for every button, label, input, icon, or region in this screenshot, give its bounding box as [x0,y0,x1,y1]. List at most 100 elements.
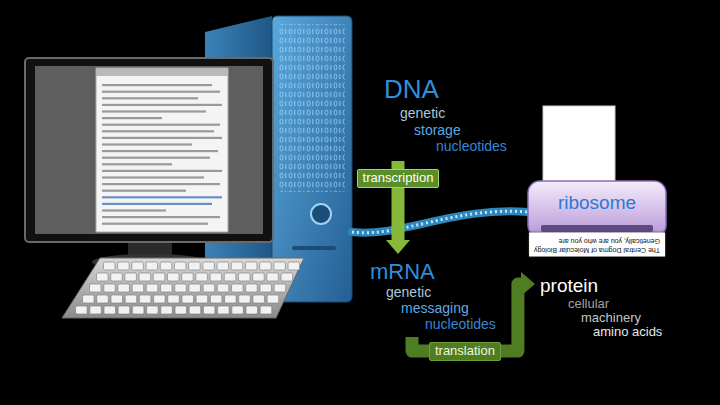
keyboard-key [125,273,137,281]
document-line [102,117,162,119]
keyboard-key [174,262,186,270]
node-text: protein [540,275,598,297]
keyboard-key [260,284,272,292]
keyboard-key [281,273,293,281]
drive-slot [292,246,336,250]
keyboard-key [203,284,215,292]
document-line [102,183,220,185]
keyboard-key [274,262,286,270]
keyboard-key [175,306,187,314]
keyboard-key [267,295,279,303]
printed-text: Genetically, you are who you are [534,236,660,245]
node-text: storage [414,122,461,138]
keyboard-key [246,284,258,292]
keyboard-key [288,262,300,270]
keyboard-key [274,284,286,292]
document-line [102,223,208,225]
paper-sheet [543,106,615,186]
node-text: ribosome [558,192,636,214]
keyboard [62,258,304,318]
keyboard-key [90,306,102,314]
keyboard-key [239,295,251,303]
dna-label-group: DNAgeneticstoragenucleotides [381,72,510,157]
document-line [102,84,212,86]
node-text: messaging [401,300,469,316]
keyboard-key [160,262,172,270]
binary-display [279,24,345,192]
keyboard-key [111,273,123,281]
node-text: genetic [386,284,431,300]
keyboard-key [245,262,257,270]
keyboard-key [118,262,130,270]
node-text: DNA [384,75,439,105]
process-label: transcription [357,169,440,188]
printed-text: The Central Dogma of Molecular Biology [534,245,660,254]
illustration-part [76,262,300,314]
keyboard-key [189,262,201,270]
printer-case [528,181,666,237]
document-line [102,97,198,99]
keyboard-key [203,262,215,270]
document-line [102,137,222,139]
keyboard-key [232,284,244,292]
illustration-part [102,84,222,225]
keyboard-key [189,306,201,314]
keyboard-key [217,262,229,270]
keyboard-key [182,273,194,281]
document-line [102,216,220,218]
keyboard-key [218,306,230,314]
document-line [102,104,222,106]
keyboard-key [103,262,115,270]
node-text: nucleotides [425,316,496,332]
keyboard-key [146,284,158,292]
keyboard-key [253,295,265,303]
arrow-head [521,272,535,296]
keyboard-key [153,273,165,281]
node-text: machinery [581,311,641,326]
document-line [102,209,166,211]
keyboard-key [132,262,144,270]
document-line [102,143,192,145]
keyboard-key [97,295,109,303]
keyboard-key [83,295,95,303]
keyboard-key [225,295,237,303]
keyboard-key [76,306,88,314]
keyboard-key [139,295,151,303]
mrna-label-group: mRNAgeneticmessagingnucleotides [367,256,499,335]
monitor-base [92,254,208,270]
keyboard-key [90,284,102,292]
document-line [102,91,220,93]
document-line [102,150,218,152]
keyboard-key [210,273,222,281]
keyboard-key [196,295,208,303]
document-window [96,68,228,232]
keyboard-key [104,284,116,292]
keyboard-key [147,306,159,314]
power-button [311,204,331,224]
keyboard-key [231,262,243,270]
keyboard-key [132,306,144,314]
document-line [102,130,214,132]
printed-paper: The Central Dogma of Molecular BiologyGe… [529,233,665,257]
keyboard-key [146,262,158,270]
data-cable-bits [352,211,528,233]
node-text: genetic [400,105,445,121]
keyboard-key [196,273,208,281]
data-cable [352,211,528,233]
keyboard-key [260,262,272,270]
document-line [102,110,206,112]
arrow-head [386,240,410,254]
keyboard-key [139,273,151,281]
keyboard-key [203,306,215,314]
keyboard-key [217,284,229,292]
keyboard-key [111,295,123,303]
document-line [102,157,210,159]
keyboard-key [239,273,251,281]
node-text: mRNA [370,259,435,284]
keyboard-key [260,306,272,314]
document-line [102,124,220,126]
monitor-screen [35,66,263,234]
keyboard-key [224,273,236,281]
keyboard-key [154,295,166,303]
